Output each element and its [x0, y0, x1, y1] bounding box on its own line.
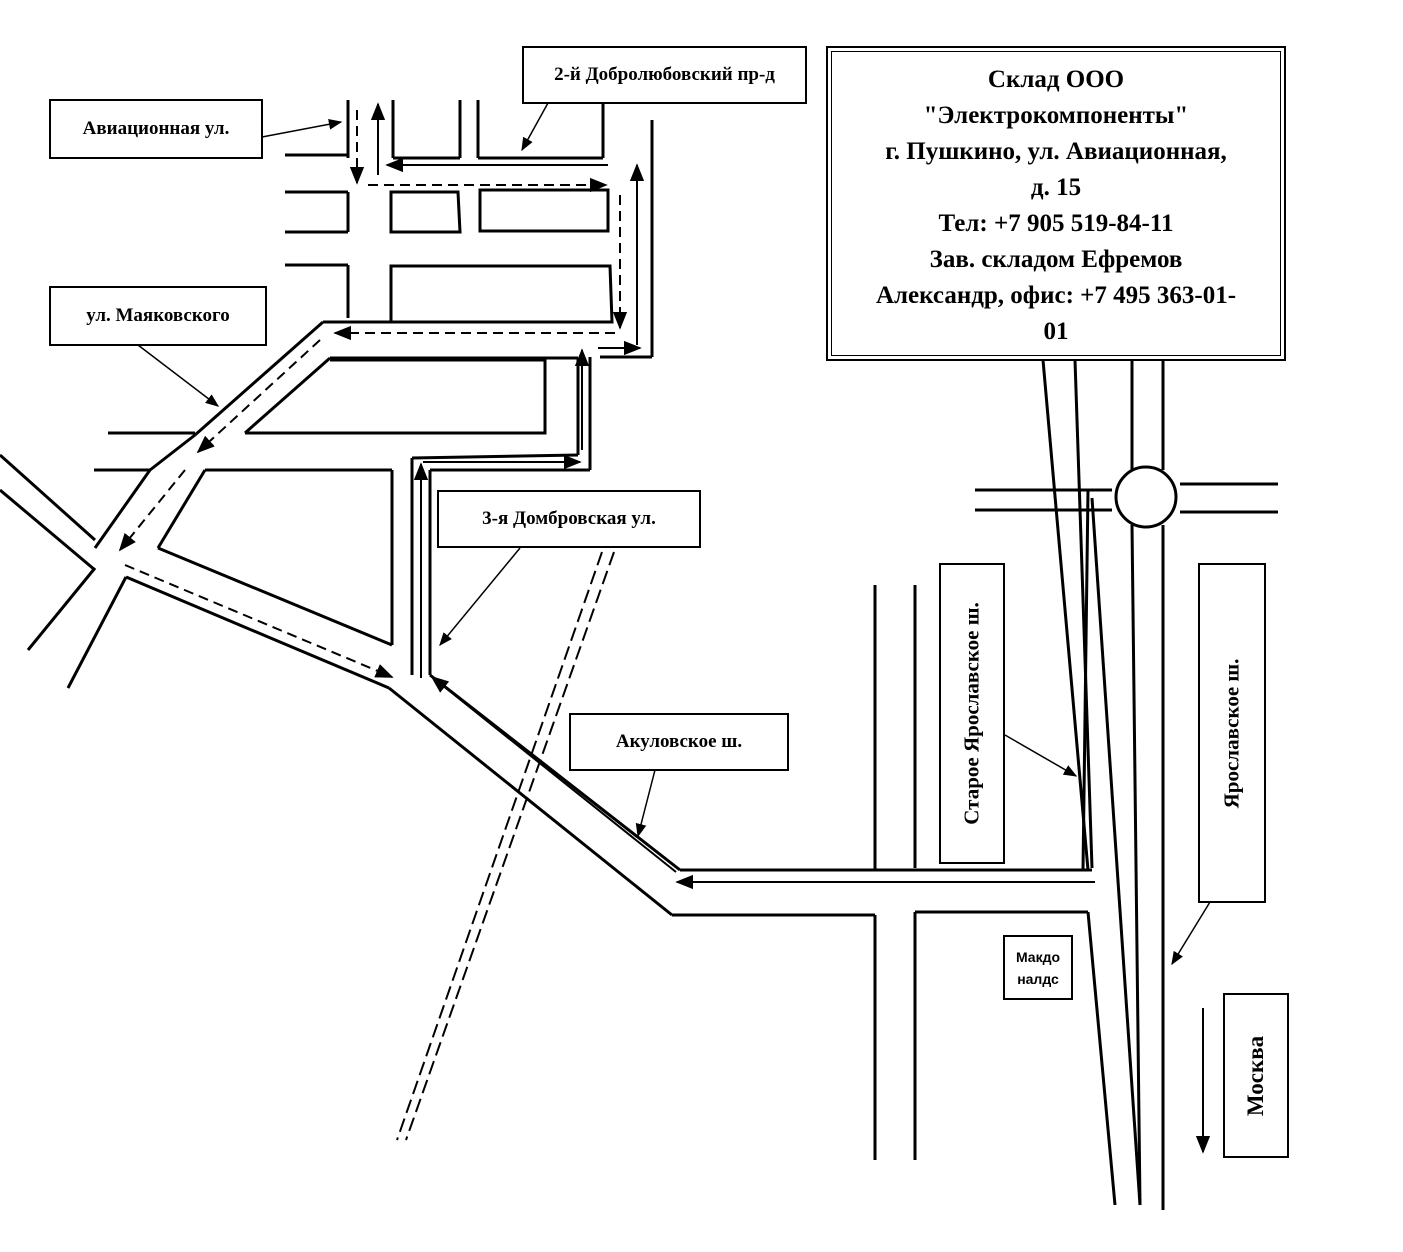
label-mcdonalds: Макдо налдс [1003, 935, 1073, 1000]
label-dombrovskaya: 3-я Домбровская ул. [437, 490, 701, 548]
mcdonalds-line1: Макдо [1015, 948, 1061, 965]
info-office-line2: 01 [1043, 318, 1069, 345]
label-moskva: Москва [1223, 993, 1289, 1158]
direction-arrows [370, 102, 1211, 1154]
label-akulovskoe: Акуловское ш. [569, 713, 789, 771]
label-yaroslavskoe: Ярославское ш. [1198, 563, 1266, 903]
railway-line [396, 551, 615, 1141]
leader-lines [137, 102, 1211, 966]
street-outlines [0, 100, 1278, 1210]
label-yaroslavskoe-text: Ярославское ш. [1219, 658, 1244, 808]
label-aviatsionnaya: Авиационная ул. [49, 99, 263, 159]
mcdonalds-line2: налдс [1017, 970, 1059, 987]
label-dobrolyubovsky: 2-й Добролюбовский пр-д [522, 46, 807, 104]
route-path [118, 110, 628, 678]
info-manager: Зав. складом Ефремов [929, 246, 1183, 273]
info-address-line1: г. Пушкино, ул. Авиационная, [885, 138, 1227, 165]
label-moskva-text: Москва [1243, 1035, 1269, 1116]
label-staroe-yaroslavskoe-text: Старое Ярославское ш. [959, 602, 984, 825]
info-company: "Электрокомпоненты" [923, 102, 1189, 129]
label-staroe-yaroslavskoe: Старое Ярославское ш. [939, 563, 1005, 864]
info-address-line2: д. 15 [1030, 174, 1082, 201]
roundabout [1114, 465, 1178, 529]
info-title: Склад ООО [987, 66, 1125, 93]
warehouse-info-box: Склад ООО "Электрокомпоненты" г. Пушкино… [826, 46, 1286, 361]
info-phone: Тел: +7 905 519-84-11 [938, 210, 1174, 237]
label-mayakovskogo: ул. Маяковского [49, 286, 267, 346]
info-office-line1: Александр, офис: +7 495 363-01- [875, 282, 1237, 309]
